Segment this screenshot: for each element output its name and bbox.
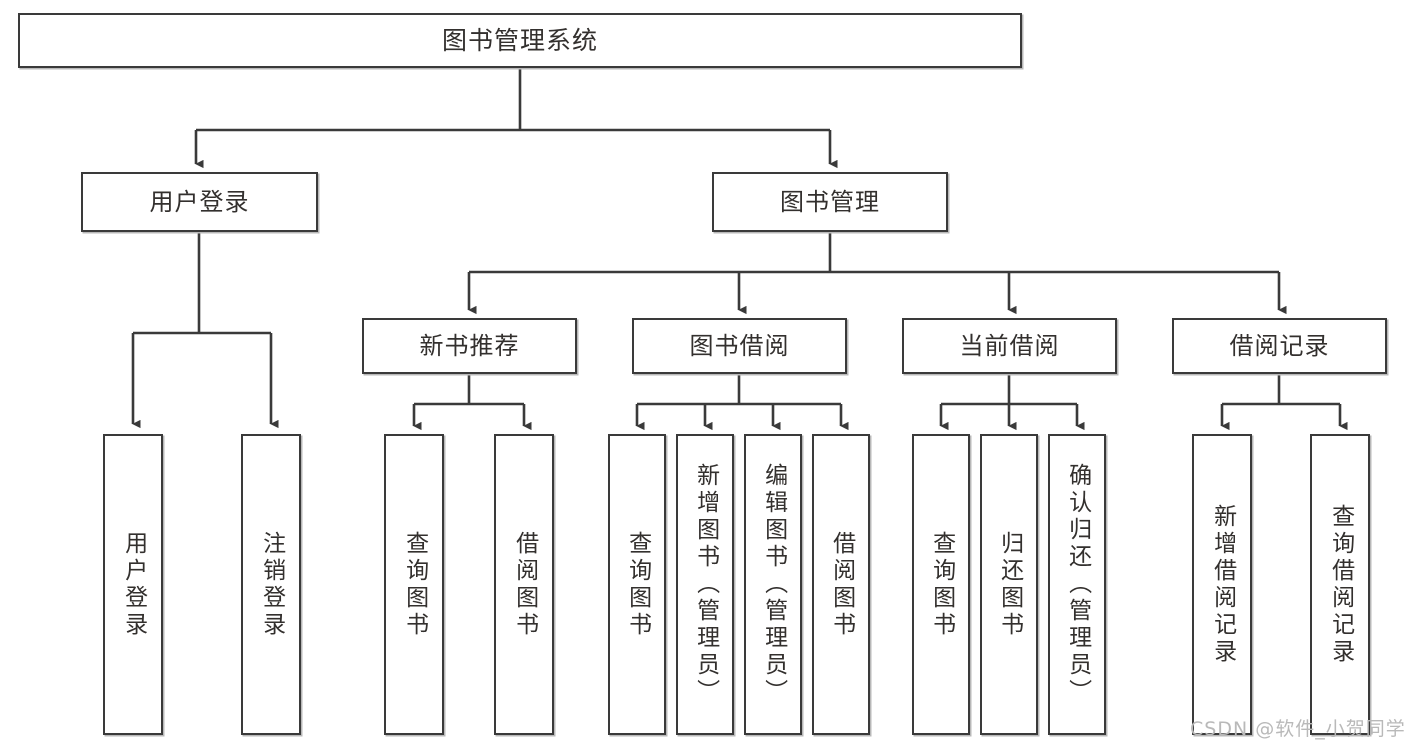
node-borrow-record[interactable]: 借阅记录: [1172, 318, 1387, 374]
node-label: 新增借阅记录: [1209, 503, 1236, 666]
node-label: 查询图书: [624, 530, 651, 639]
node-label: 图书借阅: [689, 331, 790, 360]
node-label: 查询图书: [401, 530, 428, 639]
leaf-user-login-signin[interactable]: 用户登录: [103, 434, 163, 735]
leaf-current-query-book[interactable]: 查询图书: [912, 434, 970, 735]
node-label: 用户登录: [120, 530, 147, 639]
node-label: 新书推荐: [419, 331, 520, 360]
node-label: 借阅图书: [511, 530, 538, 639]
node-label: 图书管理: [780, 187, 880, 216]
node-book-management[interactable]: 图书管理: [712, 172, 948, 232]
node-current-borrow[interactable]: 当前借阅: [902, 318, 1117, 374]
node-label: 用户登录: [149, 187, 250, 216]
leaf-recommend-query-book[interactable]: 查询图书: [384, 434, 444, 735]
node-label: 借阅图书: [828, 530, 855, 639]
node-book-borrow[interactable]: 图书借阅: [632, 318, 847, 374]
node-new-book-recommend[interactable]: 新书推荐: [362, 318, 577, 374]
node-label: 查询图书: [928, 530, 955, 639]
node-user-login[interactable]: 用户登录: [81, 172, 318, 232]
node-label: 图书管理系统: [441, 25, 598, 55]
leaf-borrow-edit-book-admin[interactable]: 编辑图书（管理员）: [744, 434, 802, 735]
csdn-watermark: CSDN @软件_小贺同学: [1190, 718, 1405, 740]
leaf-borrow-query-book[interactable]: 查询图书: [608, 434, 666, 735]
node-label: 查询借阅记录: [1327, 503, 1354, 666]
leaf-record-query-record[interactable]: 查询借阅记录: [1310, 434, 1370, 735]
leaf-current-return-book[interactable]: 归还图书: [980, 434, 1038, 735]
node-label: 确认归还（管理员）: [1064, 463, 1091, 706]
leaf-borrow-borrow-book[interactable]: 借阅图书: [812, 434, 870, 735]
leaf-record-add-record[interactable]: 新增借阅记录: [1192, 434, 1252, 735]
leaf-user-login-signout[interactable]: 注销登录: [241, 434, 301, 735]
node-label: 借阅记录: [1229, 331, 1330, 360]
node-root-system[interactable]: 图书管理系统: [18, 13, 1022, 68]
node-label: 归还图书: [996, 530, 1023, 639]
node-label: 编辑图书（管理员）: [760, 463, 787, 706]
node-label: 当前借阅: [959, 331, 1060, 360]
leaf-recommend-borrow-book[interactable]: 借阅图书: [494, 434, 554, 735]
leaf-borrow-add-book-admin[interactable]: 新增图书（管理员）: [676, 434, 734, 735]
node-label: 新增图书（管理员）: [692, 463, 719, 706]
leaf-current-confirm-return-admin[interactable]: 确认归还（管理员）: [1048, 434, 1106, 735]
node-label: 注销登录: [258, 530, 285, 639]
